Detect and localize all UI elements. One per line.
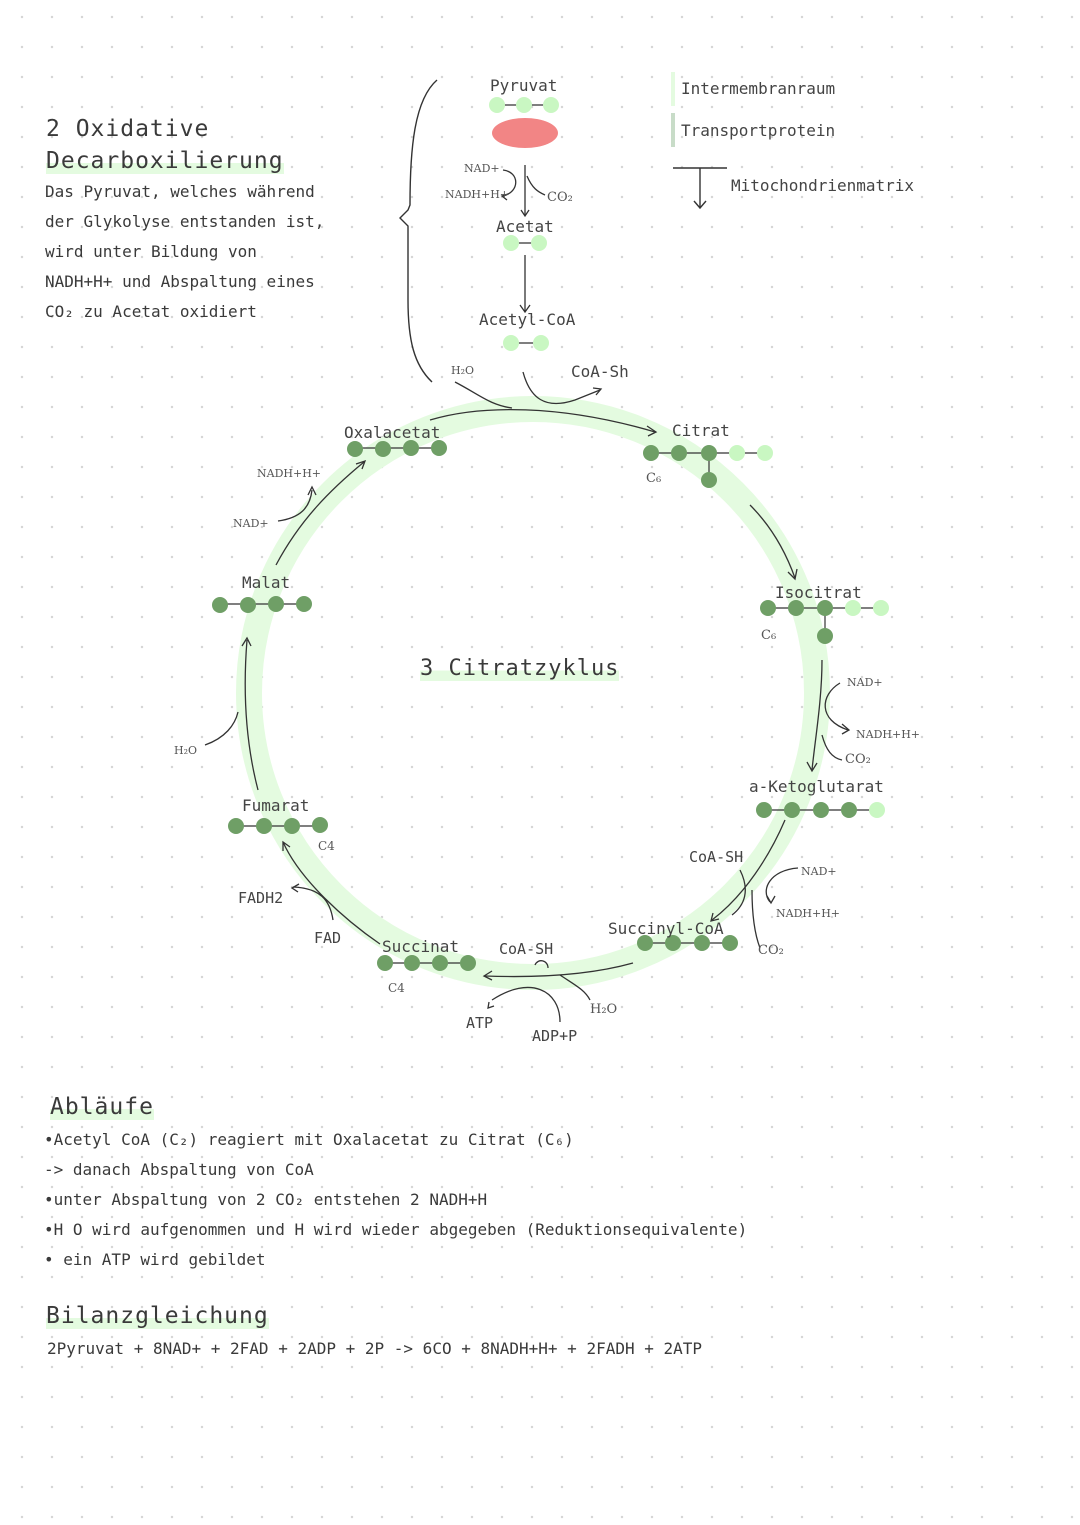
fumarat-carbon-label: C4 bbox=[318, 839, 335, 853]
section2-text: Das Pyruvat, welches während der Glykoly… bbox=[45, 177, 324, 327]
acetyl-coa-label: Acetyl-CoA bbox=[479, 310, 576, 329]
legend-transport-protein-label: Transportprotein bbox=[681, 121, 836, 140]
malat-nad-label: NAD+ bbox=[233, 517, 269, 530]
ablaeufe-list: •Acetyl CoA (C₂) reagiert mit Oxalacetat… bbox=[44, 1125, 747, 1275]
isocitrat-nad-label: NAD+ bbox=[847, 676, 883, 689]
decarboxylation-arrows bbox=[454, 165, 603, 409]
acetyl-coa-molecule bbox=[503, 335, 549, 351]
malat-label: Malat bbox=[242, 573, 291, 592]
fad-label: FAD bbox=[314, 929, 342, 947]
acetat-label: Acetat bbox=[496, 217, 554, 236]
decarb-nadh-label: NADH+H+ bbox=[445, 188, 510, 201]
atp-label: ATP bbox=[466, 1014, 494, 1032]
ablaeufe-line: • ein ATP wird gebildet bbox=[44, 1250, 266, 1269]
section2-text-line: CO₂ zu Acetat oxidiert bbox=[45, 302, 257, 321]
cycle-arrows bbox=[204, 408, 851, 1023]
cycle-title: 3 Citratzyklus bbox=[420, 656, 620, 681]
section2-text-line: der Glykolyse entstanden ist, bbox=[45, 212, 325, 231]
succinat-label: Succinat bbox=[382, 937, 460, 956]
ketoglutarat-nadh-label: NADH+H+ bbox=[776, 907, 841, 920]
isocitrat-label: Isocitrat bbox=[775, 583, 862, 602]
decarb-nad-label: NAD+ bbox=[464, 162, 500, 175]
isocitrat-nadh-label: NADH+H+ bbox=[856, 728, 921, 741]
section2-text-line: Das Pyruvat, welches während bbox=[45, 182, 315, 201]
decarb-coa-sh-label: CoA-Sh bbox=[571, 362, 629, 381]
legend-intermembrane-swatch bbox=[671, 72, 675, 106]
curly-brace bbox=[399, 79, 438, 383]
ablaeufe-title: Abläufe bbox=[50, 1094, 154, 1120]
citrate-cycle-ring bbox=[236, 396, 830, 990]
isocitrat-carbon-label: C₆ bbox=[761, 628, 777, 643]
adp-label: ADP+P bbox=[532, 1027, 578, 1045]
legend-matrix-arrow-icon bbox=[673, 167, 727, 210]
transport-protein-icon bbox=[492, 118, 558, 148]
ketoglutarat-nad-label: NAD+ bbox=[801, 865, 837, 878]
pyruvat-label: Pyruvat bbox=[490, 76, 558, 95]
ketoglutarat-label: a-Ketoglutarat bbox=[749, 777, 884, 796]
succinat-molecule bbox=[377, 955, 476, 971]
malat-molecule bbox=[212, 596, 312, 613]
citrat-molecule bbox=[643, 445, 773, 488]
succinat-carbon-label: C4 bbox=[388, 981, 405, 995]
succinyl-coa-molecule bbox=[637, 935, 738, 951]
fumarat-molecule bbox=[228, 817, 328, 834]
isocitrat-co2-label: CO₂ bbox=[845, 752, 871, 767]
succinyl-coa-sh-label: CoA-SH bbox=[499, 940, 554, 958]
acetat-molecule bbox=[503, 235, 547, 251]
oxalacetat-molecule bbox=[347, 440, 447, 457]
section2-title-line2: Decarboxilierung bbox=[46, 148, 284, 174]
citrat-label: Citrat bbox=[672, 421, 730, 440]
ketoglutarat-molecule bbox=[756, 802, 885, 818]
malat-nadh-label: NADH+H+ bbox=[257, 467, 322, 480]
legend-transport-swatch bbox=[671, 113, 675, 147]
section2-text-line: NADH+H+ und Abspaltung eines bbox=[45, 272, 315, 291]
citrat-carbon-label: C₆ bbox=[646, 471, 662, 486]
succinyl-coa-label: Succinyl-CoA bbox=[608, 919, 724, 938]
decarb-co2-label: CO₂ bbox=[547, 190, 573, 205]
legend-matrix-label: Mitochondrienmatrix bbox=[731, 176, 915, 195]
section2-title-line1: 2 Oxidative bbox=[46, 116, 210, 142]
ketoglutarat-co2-label: CO₂ bbox=[758, 943, 784, 958]
succinyl-h2o-label: H₂O bbox=[590, 1002, 618, 1017]
ablaeufe-line: •H O wird aufgenommen und H wird wieder … bbox=[44, 1220, 748, 1239]
fumarat-label: Fumarat bbox=[242, 796, 310, 815]
oxalacetat-label: Oxalacetat bbox=[344, 423, 441, 442]
bilanz-title: Bilanzgleichung bbox=[46, 1303, 269, 1329]
legend-intermembrane-label: Intermembranraum bbox=[681, 79, 836, 98]
ketoglutarat-coa-sh-label: CoA-SH bbox=[689, 848, 744, 866]
pyruvat-molecule bbox=[489, 97, 559, 113]
ablaeufe-line: •unter Abspaltung von 2 CO₂ entstehen 2 … bbox=[44, 1190, 488, 1209]
section2-text-line: wird unter Bildung von bbox=[45, 242, 257, 261]
fadh2-label: FADH2 bbox=[238, 889, 284, 907]
isocitrat-molecule bbox=[760, 600, 889, 644]
decarb-h2o-label: H₂O bbox=[451, 364, 475, 377]
fumarat-h2o-label: H₂O bbox=[174, 744, 198, 757]
bilanz-equation: 2Pyruvat + 8NAD+ + 2FAD + 2ADP + 2P -> 6… bbox=[47, 1339, 703, 1358]
ablaeufe-line: •Acetyl CoA (C₂) reagiert mit Oxalacetat… bbox=[44, 1130, 574, 1149]
ablaeufe-line: -> danach Abspaltung von CoA bbox=[44, 1160, 314, 1179]
